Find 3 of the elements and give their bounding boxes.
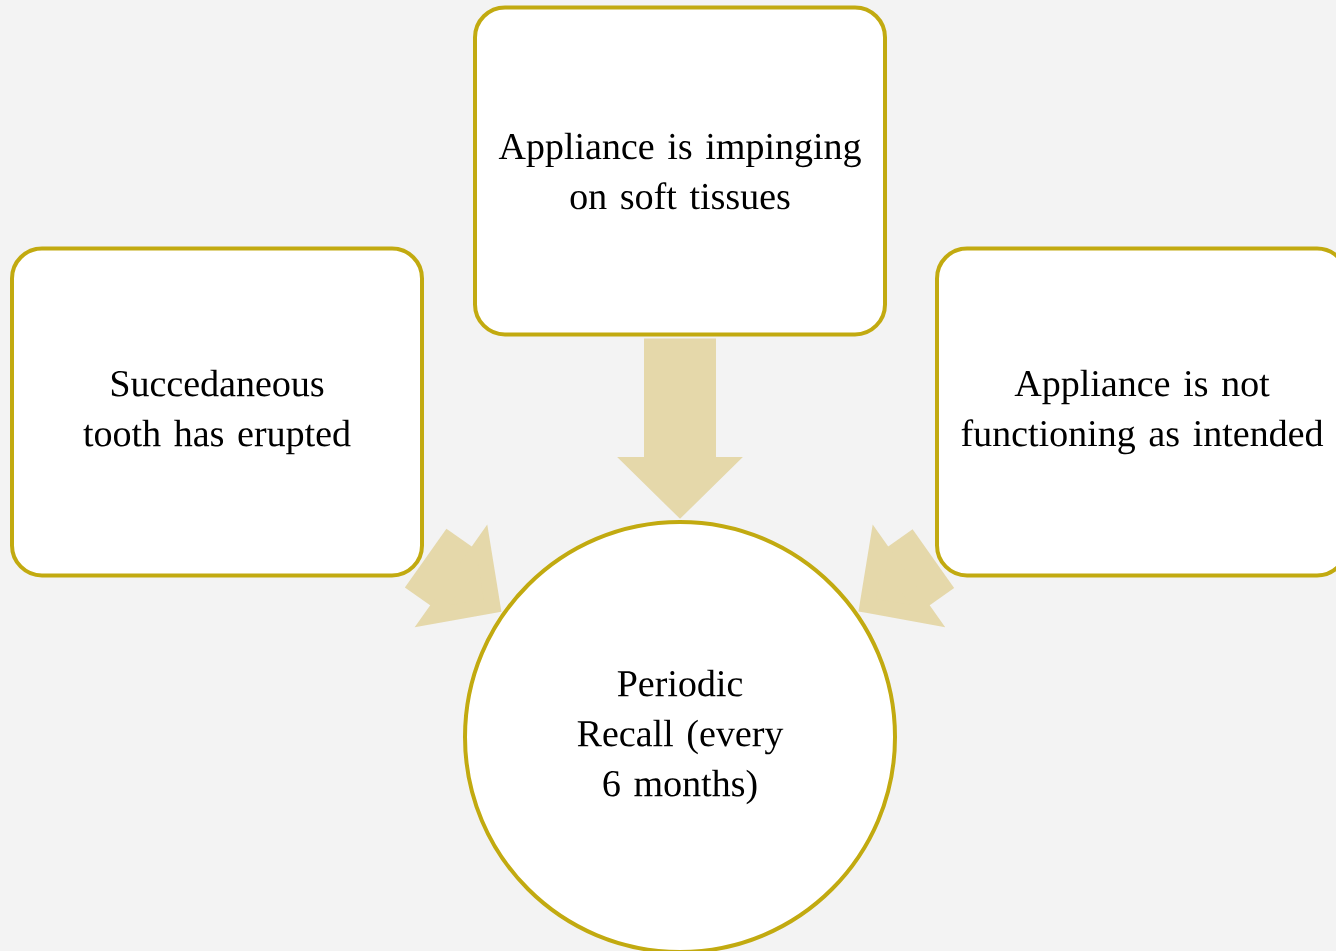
condition-box: Appliance is impinging on soft tissues [473, 5, 887, 337]
condition-box: Appliance is not functioning as intended [935, 246, 1336, 578]
condition-box: Succedaneous tooth has erupted [10, 246, 424, 578]
